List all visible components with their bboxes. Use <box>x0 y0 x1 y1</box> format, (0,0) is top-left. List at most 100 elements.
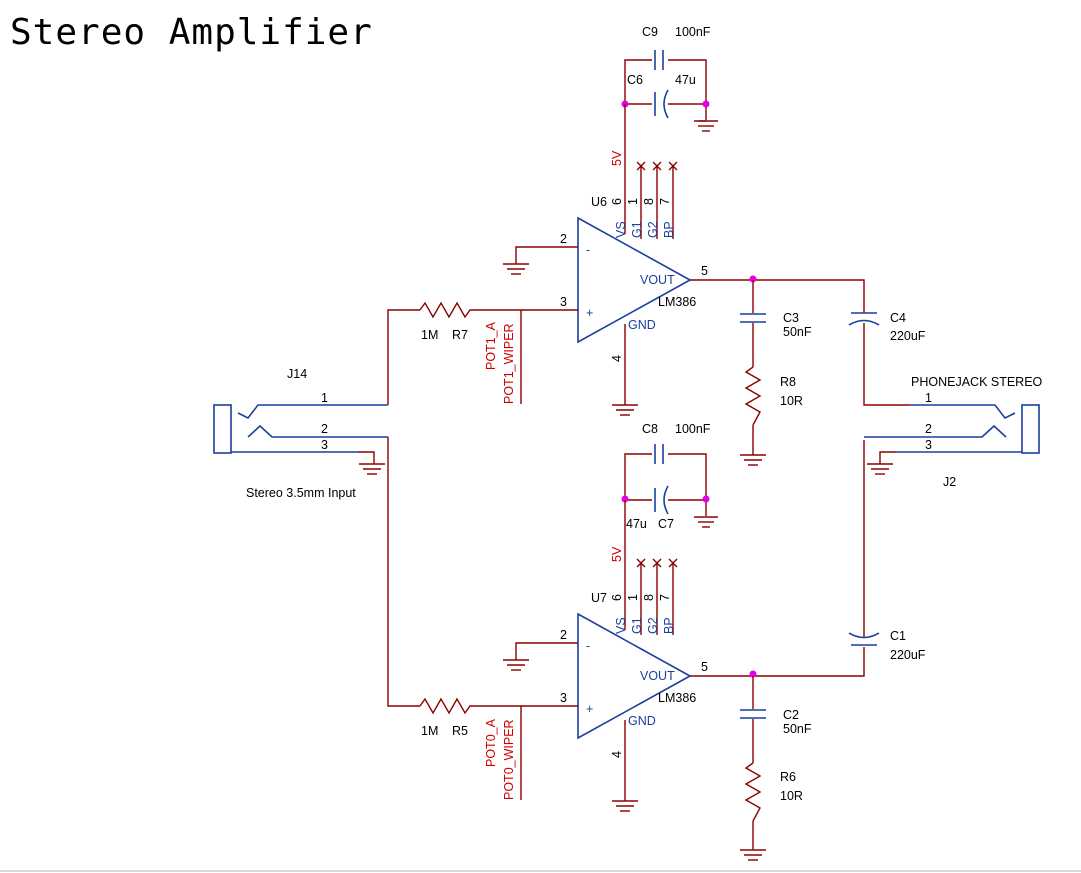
c4-value: 220uF <box>890 329 926 343</box>
c8-value: 100nF <box>675 422 711 436</box>
capacitor-c4-symbol <box>848 312 880 326</box>
u6-pin3: 3 <box>560 295 567 309</box>
capacitor-c8-symbol <box>654 444 664 464</box>
u7-pin-g1: G1 <box>630 617 644 634</box>
u6-pin-g2: G2 <box>646 221 660 238</box>
u6-pin8: 8 <box>642 198 656 205</box>
u7-pin-g2: G2 <box>646 617 660 634</box>
capacitor-c3-symbol <box>740 313 766 323</box>
c9-value: 100nF <box>675 25 711 39</box>
ground-icon <box>503 263 529 275</box>
j14-pin1: 1 <box>321 391 328 405</box>
junction-dot <box>702 495 710 503</box>
capacitor-c6-symbol <box>654 89 669 119</box>
u6-vout: VOUT <box>640 273 675 287</box>
u6-pin-bp: BP <box>662 221 676 238</box>
u6-supply-label: 5V <box>610 150 624 166</box>
u6-pin7: 7 <box>658 198 672 205</box>
r5-value: 1M <box>421 724 438 738</box>
u6-pin4: 4 <box>610 355 624 362</box>
r6-ref: R6 <box>780 770 796 784</box>
junction-dot <box>749 670 757 678</box>
u7-ref: U7 <box>591 591 607 605</box>
j2-pin3: 3 <box>925 438 932 452</box>
c7-ref: C7 <box>658 517 674 531</box>
resistor-r5-symbol <box>419 697 522 800</box>
u7-pin5: 5 <box>701 660 708 674</box>
u6-pin1: 1 <box>626 198 640 205</box>
ground-icon <box>694 516 718 528</box>
u7-pin8: 8 <box>642 594 656 601</box>
c6-value: 47u <box>675 73 696 87</box>
u6-pin-vs: VS <box>614 221 628 238</box>
r6-value: 10R <box>780 789 803 803</box>
r7-value: 1M <box>421 328 438 342</box>
u6-minus: - <box>586 243 590 257</box>
c1-value: 220uF <box>890 648 926 662</box>
ground-icon <box>867 463 893 475</box>
c9-ref: C9 <box>642 25 658 39</box>
jack-body <box>1021 404 1040 454</box>
u6-pin6: 6 <box>610 198 624 205</box>
c8-ref: C8 <box>642 422 658 436</box>
c7-value: 47u <box>626 517 647 531</box>
u7-plus: + <box>586 702 593 716</box>
u7-pin7: 7 <box>658 594 672 601</box>
u7-pin2: 2 <box>560 628 567 642</box>
u6-pin5: 5 <box>701 264 708 278</box>
u7-pin-bp: BP <box>662 617 676 634</box>
c4-ref: C4 <box>890 311 906 325</box>
resistor-r8-symbol <box>744 366 762 426</box>
net-pot0-wiper: POT0_WIPER <box>502 719 516 800</box>
r8-value: 10R <box>780 394 803 408</box>
ground-icon <box>740 454 766 466</box>
r5-ref: R5 <box>452 724 468 738</box>
no-connect-icon <box>636 161 678 171</box>
net-pot1-wiper: POT1_WIPER <box>502 323 516 404</box>
r7-ref: R7 <box>452 328 468 342</box>
j2-pin1: 1 <box>925 391 932 405</box>
input-jack-j14: J14 1 2 3 Stereo 3.5mm Input <box>213 367 388 500</box>
junction-dot <box>749 275 757 283</box>
ground-icon <box>612 404 638 416</box>
c2-value: 50nF <box>783 722 812 736</box>
diagram-title: Stereo Amplifier <box>10 12 373 53</box>
j2-caption: PHONEJACK STEREO <box>911 375 1043 389</box>
u7-gnd-label: GND <box>628 714 656 728</box>
resistor-r7-symbol <box>419 301 522 404</box>
ground-icon <box>359 463 385 475</box>
j14-ref: J14 <box>287 367 307 381</box>
output-jack-j2: PHONEJACK STEREO 1 2 3 J2 <box>864 375 1043 489</box>
u6-part: LM386 <box>658 295 696 309</box>
ground-icon <box>612 800 638 812</box>
j14-caption: Stereo 3.5mm Input <box>246 486 356 500</box>
capacitor-c2-symbol <box>740 709 766 719</box>
c6-ref: C6 <box>627 73 643 87</box>
no-connect-icon <box>636 558 678 568</box>
u7-minus: - <box>586 639 590 653</box>
ground-icon <box>694 120 718 132</box>
u6-ref: U6 <box>591 195 607 209</box>
u6-plus: + <box>586 306 593 320</box>
capacitor-c9-symbol <box>654 50 664 70</box>
amplifier-u6: C9 100nF C6 47u 5V 6 1 8 7 U6 VS G1 G2 B… <box>503 25 926 466</box>
junction-dot <box>702 100 710 108</box>
u6-pin2: 2 <box>560 232 567 246</box>
j14-pin3: 3 <box>321 438 328 452</box>
j14-pin2: 2 <box>321 422 328 436</box>
net-pot1-a: POT1_A <box>484 321 498 370</box>
u7-pin3: 3 <box>560 691 567 705</box>
junction-dot <box>621 495 629 503</box>
u6-pin-g1: G1 <box>630 221 644 238</box>
c2-ref: C2 <box>783 708 799 722</box>
capacitor-c1-symbol <box>848 632 880 646</box>
ground-icon <box>740 849 766 861</box>
r8-ref: R8 <box>780 375 796 389</box>
input-network: 1M R7 POT1_A POT1_WIPER 1M R5 POT0_A POT… <box>387 301 522 800</box>
c3-value: 50nF <box>783 325 812 339</box>
u7-pin4: 4 <box>610 751 624 758</box>
j2-ref: J2 <box>943 475 956 489</box>
resistor-r6-symbol <box>744 762 762 822</box>
net-pot0-a: POT0_A <box>484 718 498 767</box>
